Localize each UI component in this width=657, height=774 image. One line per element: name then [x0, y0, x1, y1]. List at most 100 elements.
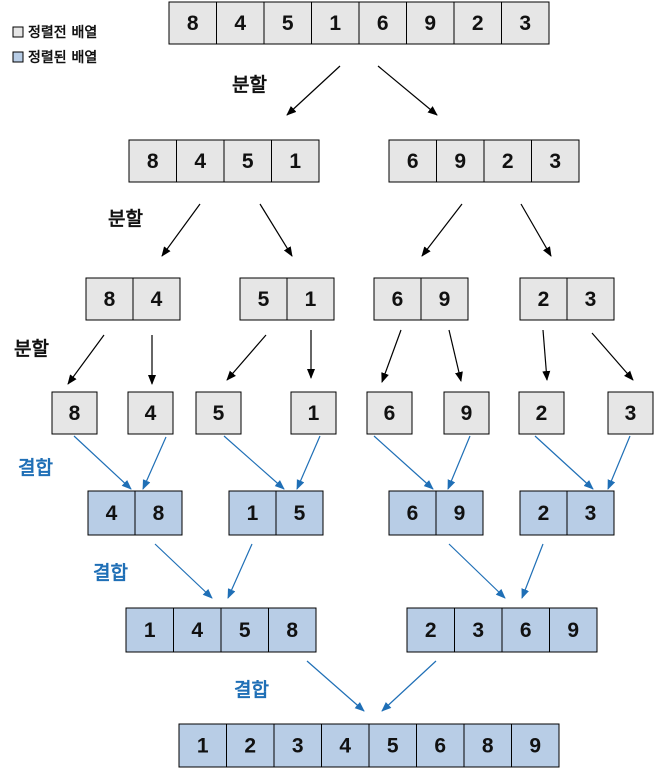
array-cell [127, 391, 174, 435]
array-cell [420, 277, 469, 321]
split-arrows [67, 65, 634, 385]
array-cell [566, 490, 615, 536]
split-arrow [259, 203, 293, 257]
split-arrow [161, 203, 201, 257]
array-cell [273, 723, 322, 768]
merge-arrow [142, 436, 167, 490]
array-cell-value: 2 [538, 288, 550, 311]
array-cell-value: 1 [305, 288, 317, 311]
merge-arrow [448, 543, 506, 599]
array-cell [368, 723, 417, 768]
array-cell-value: 3 [585, 502, 597, 525]
single-array: 8 [51, 391, 98, 435]
array-cell-value: 8 [286, 619, 298, 642]
array-cell-value: 6 [407, 150, 419, 173]
array-cell-value: 5 [387, 735, 399, 758]
array-cell-value: 4 [145, 402, 157, 425]
array-cell [406, 607, 455, 653]
array-cell-value: 2 [536, 402, 548, 425]
merge-arrow [381, 660, 437, 712]
single-array: 4 [127, 391, 174, 435]
array-cell-value: 4 [151, 288, 163, 311]
array-cell-value: 4 [191, 619, 203, 642]
single-array: 9 [443, 391, 490, 435]
legend-label-sorted: 정렬된 배열 [28, 49, 97, 66]
merge-arrow [534, 435, 594, 490]
array-cell-value: 9 [461, 402, 473, 425]
single-array: 6 [366, 391, 413, 435]
merge-arrows [73, 435, 631, 712]
merge-arrow [607, 435, 631, 490]
array-cell-value: 1 [329, 12, 341, 35]
array-cell [321, 723, 370, 768]
merge-arrow [521, 543, 544, 599]
array-cell-value: 9 [424, 12, 436, 35]
legend-swatch-sorted [12, 51, 24, 63]
array-cell-value: 1 [308, 402, 320, 425]
array-cell [501, 1, 550, 45]
single-array: 2 [518, 391, 565, 435]
array-cell [132, 277, 181, 321]
array-cell [483, 139, 532, 183]
merge-arrow [154, 543, 213, 599]
array-cell-value: 3 [292, 735, 304, 758]
array-cell [435, 490, 484, 536]
array-cell-value: 8 [69, 402, 81, 425]
array-cell-value: 2 [244, 735, 256, 758]
split-arrow [421, 203, 463, 257]
array-cell-value: 8 [153, 502, 165, 525]
array-cell-value: 8 [187, 12, 199, 35]
array-cell-value: 8 [104, 288, 116, 311]
single-array: 5 [195, 391, 242, 435]
array-cell [125, 607, 174, 653]
array-cell-value: 3 [472, 619, 484, 642]
array-cell-value: 5 [258, 288, 270, 311]
array-cell [128, 139, 177, 183]
array-cell-value: 3 [549, 150, 561, 173]
split-arrow [377, 65, 438, 116]
array-cell [436, 139, 485, 183]
array-cell-value: 6 [392, 288, 404, 311]
array-cell-value: 9 [567, 619, 579, 642]
array-cell-value: 9 [529, 735, 541, 758]
array-cell-value: 6 [520, 619, 532, 642]
merge-label-1: 결합 [18, 457, 53, 479]
single-array: 1 [290, 391, 337, 435]
split-arrow [542, 329, 551, 381]
array-cell [216, 1, 265, 45]
merge-arrow [447, 435, 471, 490]
split-label-3: 분할 [14, 337, 49, 360]
split-label-2: 분할 [108, 207, 143, 230]
array-cell-value: 9 [439, 288, 451, 311]
array-cell-value: 9 [454, 502, 466, 525]
array-cell [519, 277, 568, 321]
array-cell [173, 607, 222, 653]
array-cell [226, 723, 275, 768]
array-cell-value: 1 [247, 502, 259, 525]
legend-item-sorted: 정렬된 배열 [12, 49, 97, 66]
array-cell [51, 391, 98, 435]
array-cell [518, 391, 565, 435]
array-cell [271, 139, 320, 183]
array-cell [453, 1, 502, 45]
array-cell-value: 5 [294, 502, 306, 525]
split-arrow [591, 332, 634, 381]
array-cell-value: 8 [147, 150, 159, 173]
array-cell [87, 490, 136, 536]
array-cell [454, 607, 503, 653]
legend-swatch-unsorted [12, 26, 24, 38]
array-cell-value: 4 [194, 150, 206, 173]
array-cell [531, 139, 580, 183]
